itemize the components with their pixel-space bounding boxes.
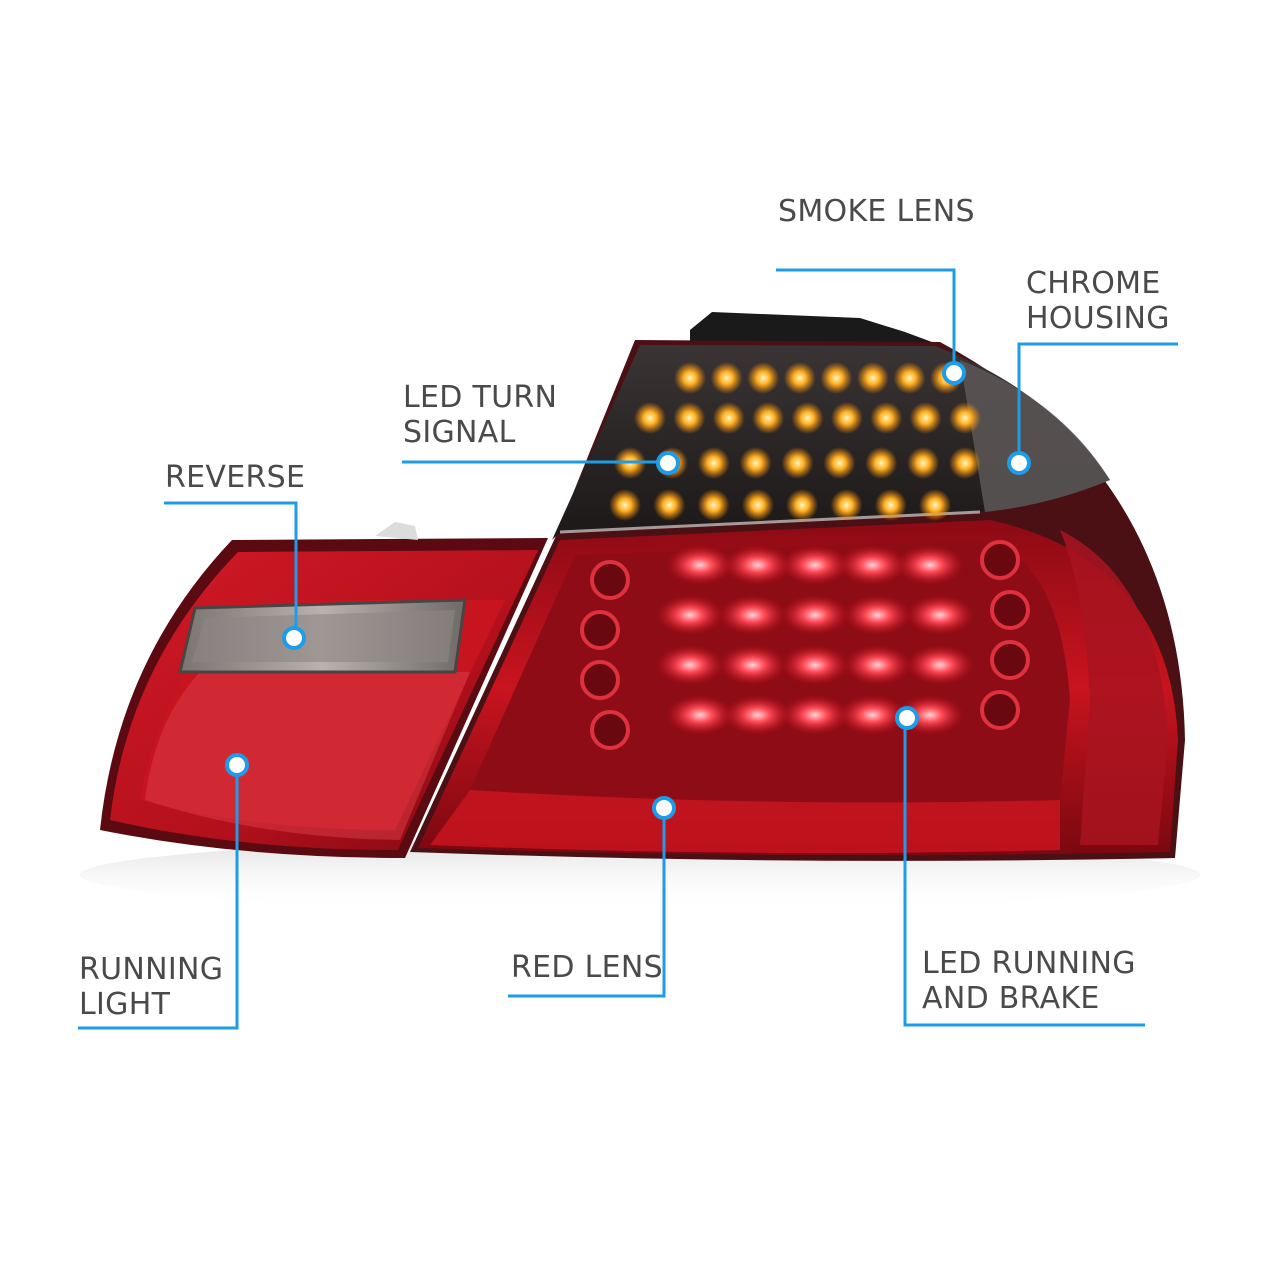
label-running-light-line2: LIGHT: [79, 987, 171, 1022]
amber-led: [752, 402, 785, 434]
callout-dot-running-light: [225, 753, 249, 777]
amber-led: [712, 402, 745, 434]
callout-dot-led-running-brake: [895, 706, 919, 730]
label-led-turn-signal-line2: SIGNAL: [403, 415, 516, 450]
label-led-turn-signal: LED TURN SIGNAL: [403, 380, 557, 450]
callout-dot-red-lens: [652, 796, 676, 820]
label-chrome-housing-line2: HOUSING: [1026, 301, 1170, 336]
side-led: [590, 710, 630, 750]
red-led: [896, 545, 964, 585]
callout-lines: [78, 268, 1178, 1030]
red-led: [906, 595, 974, 635]
label-chrome-housing-line1: CHROME: [1026, 266, 1161, 301]
amber-led: [739, 447, 772, 479]
amber-led: [673, 402, 706, 434]
amber-led: [710, 362, 743, 394]
red-led: [781, 595, 849, 635]
amber-led: [783, 362, 816, 394]
label-smoke-lens-line1: SMOKE LENS: [778, 194, 975, 229]
label-red-lens-line1: RED LENS: [511, 950, 663, 985]
red-led: [718, 645, 787, 685]
red-led: [718, 595, 787, 635]
red-led: [838, 695, 907, 735]
amber-led: [741, 489, 774, 521]
amber-led: [865, 447, 898, 479]
callout-dot-reverse: [282, 626, 306, 650]
amber-led: [634, 402, 666, 434]
side-led: [580, 660, 620, 700]
mounting-bracket: [690, 312, 940, 345]
inner-lamp: [100, 522, 548, 858]
callout-chrome-housing: [1017, 342, 1178, 463]
amber-led: [856, 362, 889, 394]
amber-led: [893, 362, 926, 394]
red-led: [723, 695, 792, 735]
callout-reverse: [164, 501, 298, 638]
amber-led: [697, 489, 730, 521]
side-led: [980, 540, 1020, 580]
amber-led: [949, 402, 981, 434]
amber-led: [747, 362, 780, 394]
amber-led: [949, 447, 981, 479]
red-led: [781, 545, 849, 585]
red-led: [843, 595, 912, 635]
side-led: [580, 610, 620, 650]
red-led: [838, 545, 907, 585]
amber-led: [874, 489, 907, 521]
amber-led: [907, 447, 940, 479]
amber-led: [781, 447, 814, 479]
side-led: [590, 560, 630, 600]
callout-smoke-lens: [776, 268, 956, 373]
callout-dot-smoke-lens: [942, 361, 966, 385]
amber-led: [830, 489, 863, 521]
red-led: [843, 645, 912, 685]
red-led: [781, 695, 849, 735]
side-led: [990, 640, 1030, 680]
callout-led-running-brake: [903, 718, 1145, 1027]
amber-led: [919, 489, 951, 521]
amber-led: [823, 447, 856, 479]
label-reverse: REVERSE: [165, 460, 305, 495]
amber-led: [820, 362, 853, 394]
label-led-running-and-brake-line1: LED RUNNING: [922, 946, 1136, 981]
label-red-lens: RED LENS: [511, 950, 663, 985]
amber-led: [791, 402, 824, 434]
red-led: [666, 545, 734, 585]
amber-led: [653, 489, 686, 521]
red-led: [723, 545, 792, 585]
red-led: [781, 645, 849, 685]
red-led: [906, 645, 974, 685]
label-led-turn-signal-line1: LED TURN: [403, 380, 558, 415]
amber-led: [786, 489, 819, 521]
label-reverse-line1: REVERSE: [165, 460, 306, 495]
callout-red-lens: [508, 808, 666, 998]
amber-led: [870, 402, 903, 434]
amber-led: [909, 402, 942, 434]
callout-running-light: [78, 765, 239, 1030]
amber-led: [609, 489, 641, 521]
red-led: [656, 595, 724, 635]
label-led-running-and-brake: LED RUNNING AND BRAKE: [922, 946, 1136, 1016]
amber-led: [830, 402, 863, 434]
callout-dot-led-turn-signal: [656, 451, 680, 475]
label-chrome-housing: CHROME HOUSING: [1026, 266, 1170, 336]
label-led-running-and-brake-line2: AND BRAKE: [922, 981, 1100, 1016]
side-led: [980, 690, 1020, 730]
red-led: [656, 645, 724, 685]
label-smoke-lens: SMOKE LENS: [778, 194, 975, 229]
label-running-light: RUNNING LIGHT: [79, 952, 223, 1022]
callout-dot-chrome-housing: [1007, 451, 1031, 475]
amber-led: [674, 362, 706, 394]
label-running-light-line1: RUNNING: [79, 952, 224, 987]
amber-led: [697, 447, 730, 479]
red-led: [666, 695, 734, 735]
side-led: [990, 590, 1030, 630]
